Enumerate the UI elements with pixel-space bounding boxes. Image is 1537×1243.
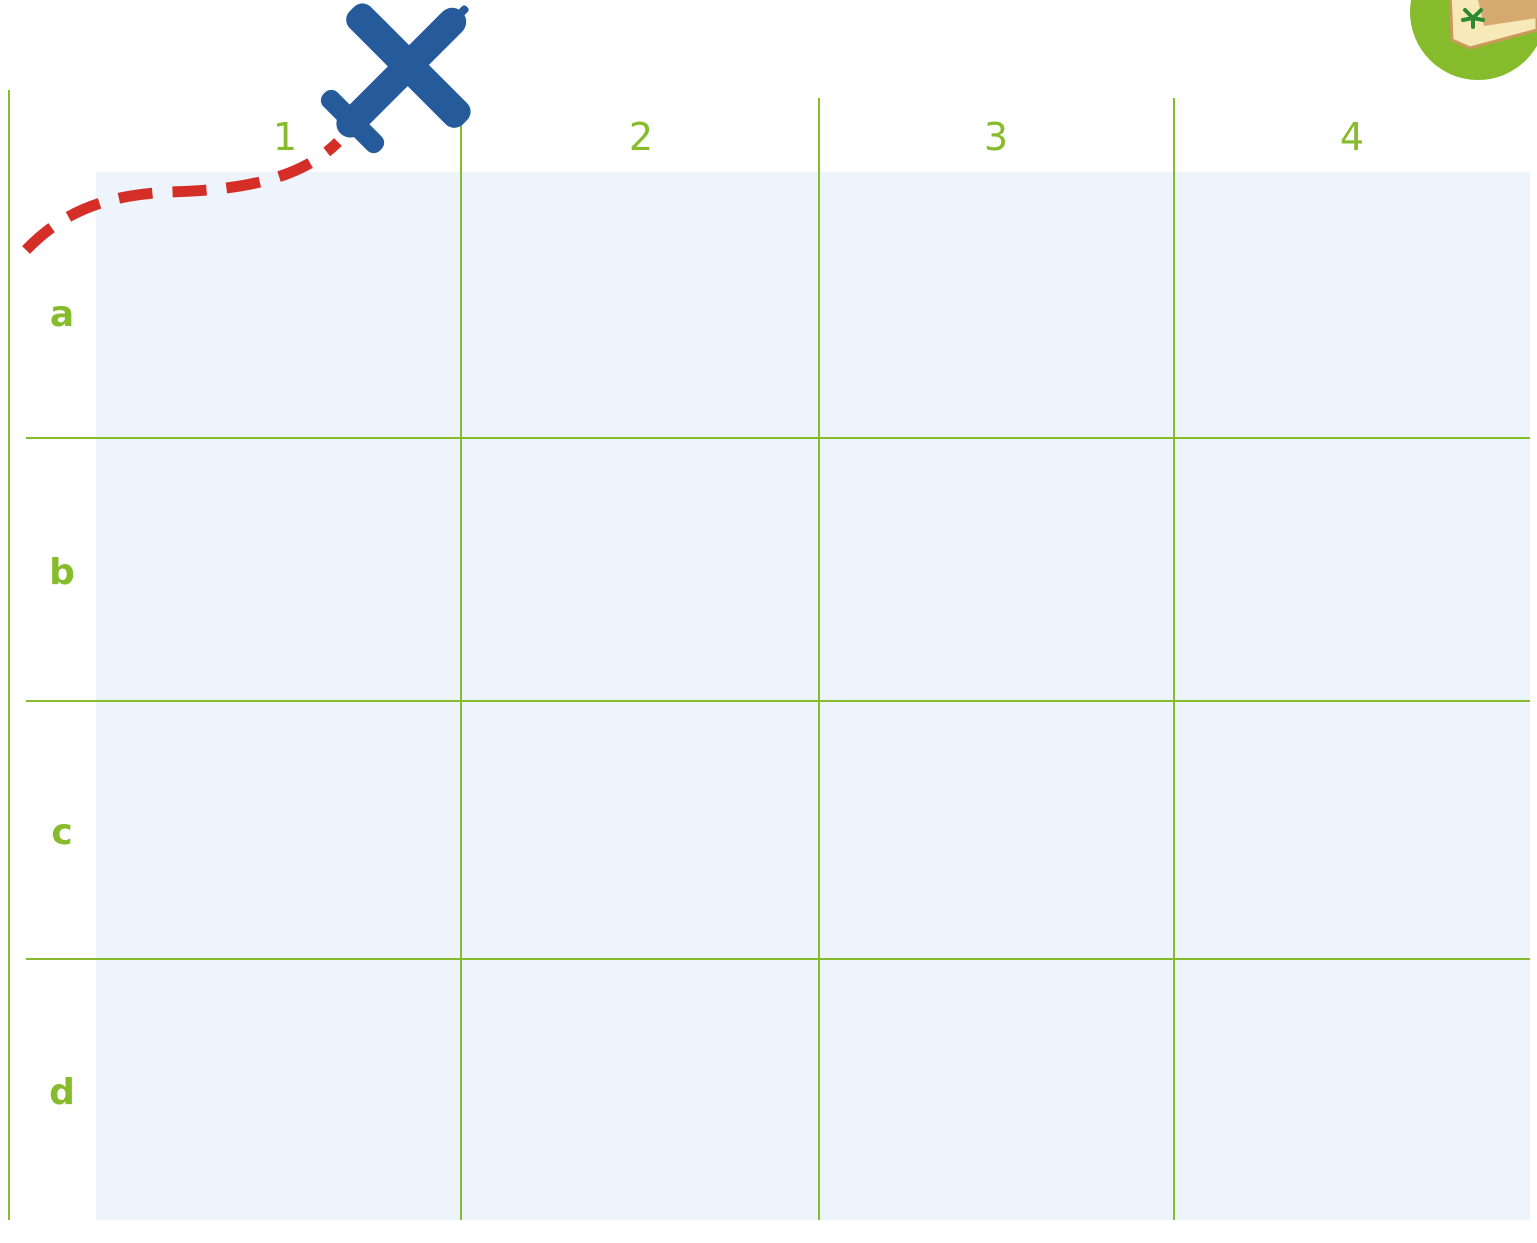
row-label-d: d	[49, 1072, 75, 1113]
grid-column-divider-3	[1173, 98, 1175, 1220]
row-label-a: a	[49, 294, 75, 335]
palm-tree-icon	[1461, 8, 1485, 29]
grid-row-divider-3	[26, 958, 1530, 960]
row-label-b: b	[49, 552, 75, 593]
column-label-3: 3	[983, 115, 1009, 159]
airplane-icon	[320, 3, 471, 154]
grid-row-divider-1	[26, 437, 1530, 439]
grid-column-divider-2	[818, 98, 820, 1220]
grid-row-divider-2	[26, 700, 1530, 702]
column-label-2: 2	[628, 115, 654, 159]
column-label-1: 1	[272, 115, 298, 159]
grid-column-divider-1	[460, 98, 462, 1220]
grid-background	[96, 172, 1530, 1220]
column-label-4: 4	[1339, 115, 1365, 159]
treasure-map-icon	[1410, 0, 1537, 80]
grid-left-border	[8, 90, 10, 1220]
row-label-c: c	[51, 812, 73, 853]
dashed-flight-path	[22, 138, 342, 254]
